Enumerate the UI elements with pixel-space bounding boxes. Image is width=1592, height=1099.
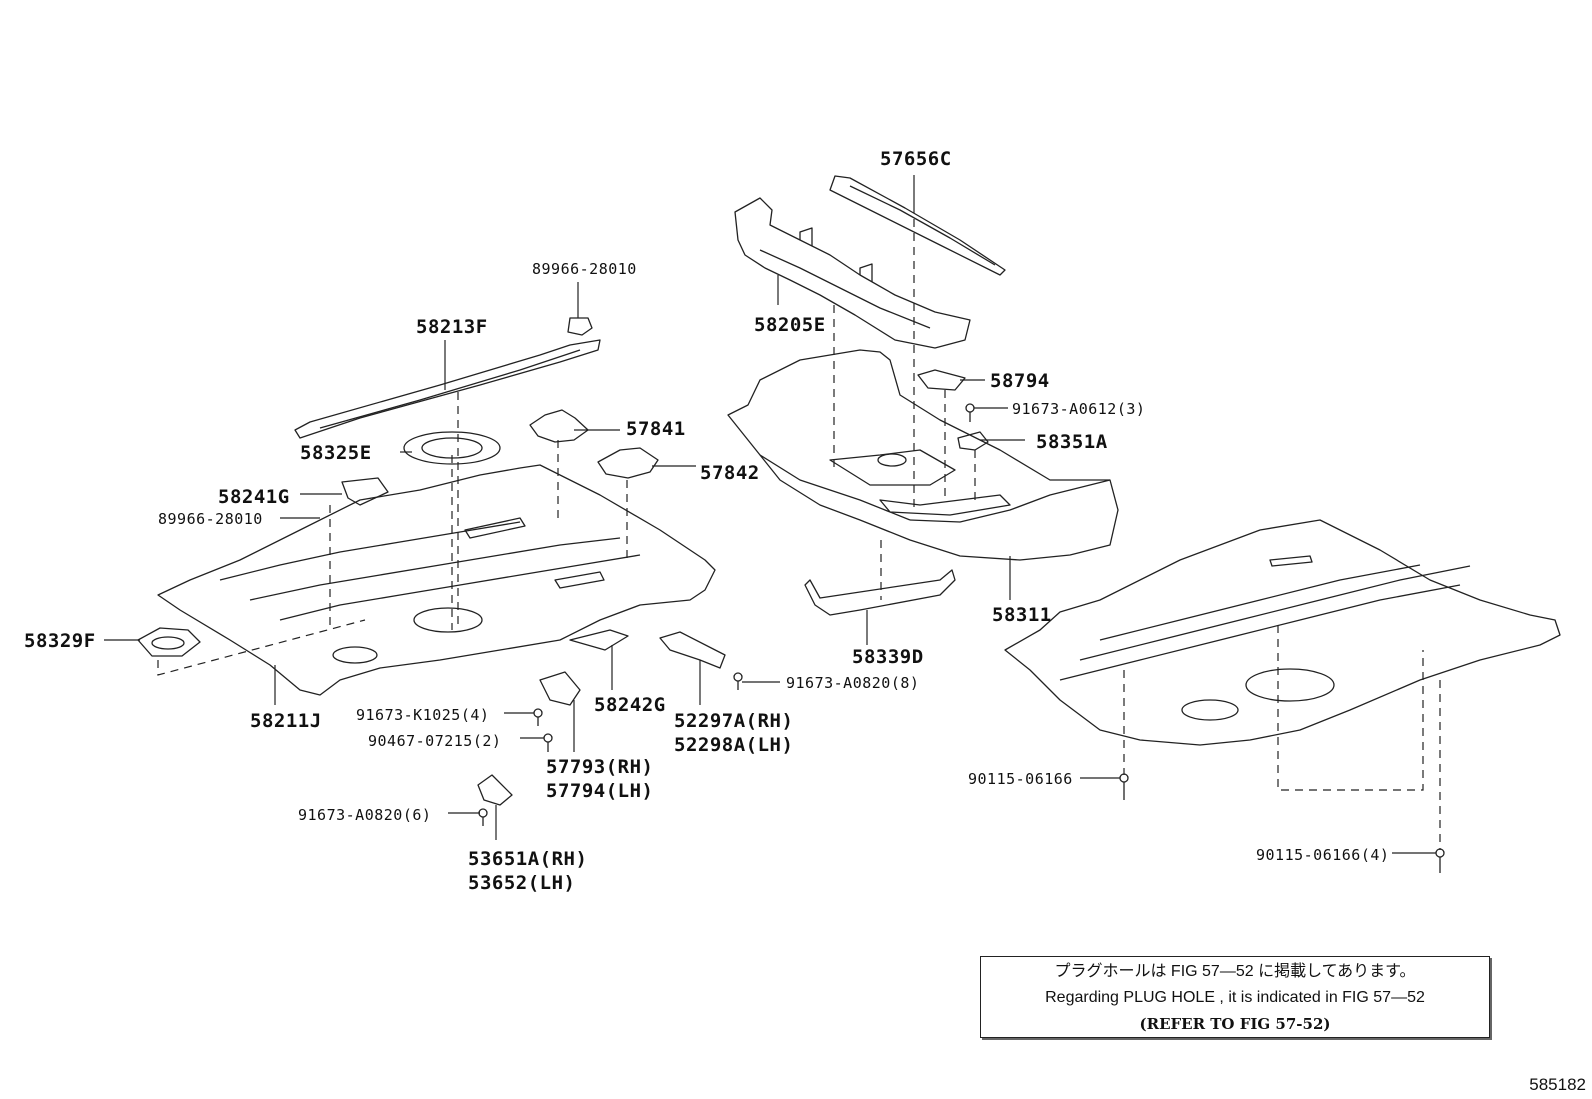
note-reference: (REFER TO FIG 57-52) [1139,1015,1331,1033]
label-58325e: 58325E [300,442,372,464]
bolt-90115-b [1435,848,1445,873]
part-58241g [341,477,389,506]
bolt-90115-a [1119,773,1129,800]
label-52298a: 52298A(LH) [674,734,794,756]
label-91673-a0820-8: 91673-A0820(8) [786,674,920,692]
part-53651a [477,774,513,806]
label-58339d: 58339D [852,646,924,668]
part-58339d [804,569,956,616]
part-58794 [917,369,966,391]
part-58329f [137,627,201,657]
bolt-91673-a0820-6 [478,808,488,826]
label-58794: 58794 [990,370,1050,392]
part-58211j [157,464,716,696]
label-58205e: 58205E [754,314,826,336]
label-57842: 57842 [700,462,760,484]
plug-hole-note: プラグホールは FIG 57—52 に掲載してあります。 Regarding P… [980,956,1490,1038]
figure-id: 585182 [1529,1075,1586,1094]
label-89966-28010-top: 89966-28010 [532,260,637,278]
label-89966-28010-left: 89966-28010 [158,510,263,528]
label-58311: 58311 [992,604,1052,626]
part-57842 [597,447,659,479]
label-53651a: 53651A(RH) [468,848,588,870]
part-52297a [659,631,726,669]
label-90467-07215: 90467-07215(2) [368,732,502,750]
part-58311 [727,349,1119,561]
part-58242g [569,629,629,651]
label-57794: 57794(LH) [546,780,654,802]
leader-lines [104,175,1436,854]
label-57656c: 57656C [880,148,952,170]
note-japanese: プラグホールは FIG 57—52 に掲載してあります。 [1054,963,1416,980]
bolt-91673-k1025 [533,708,543,726]
label-57841: 57841 [626,418,686,440]
part-57656c [829,175,1006,276]
part-58205e [734,197,971,349]
label-91673-a0612: 91673-A0612(3) [1012,400,1146,418]
part-57793 [539,671,581,706]
label-90115-06166: 90115-06166 [968,770,1073,788]
part-89966-top [567,317,593,336]
label-52297a: 52297A(RH) [674,710,794,732]
part-58213f [294,339,601,439]
dashed-guides [157,205,1441,850]
label-58351a: 58351A [1036,431,1108,453]
label-57793: 57793(RH) [546,756,654,778]
part-rear-floor-right [1004,519,1561,746]
label-58213f: 58213F [416,316,488,338]
label-58329f: 58329F [24,630,96,652]
bolt-91673-a0820-8 [733,672,743,690]
label-91673-a0820-6: 91673-A0820(6) [298,806,432,824]
label-91673-k1025: 91673-K1025(4) [356,706,490,724]
label-53652: 53652(LH) [468,872,576,894]
label-58242g: 58242G [594,694,666,716]
bolt-90467 [543,733,553,752]
note-english: Regarding PLUG HOLE , it is indicated in… [1045,989,1425,1006]
part-58351a [957,431,989,451]
label-58211j: 58211J [250,710,322,732]
bolt-91673-a0612 [965,403,975,422]
part-57841 [529,409,589,443]
label-58241g: 58241G [218,486,290,508]
label-90115-06166-4: 90115-06166(4) [1256,846,1390,864]
